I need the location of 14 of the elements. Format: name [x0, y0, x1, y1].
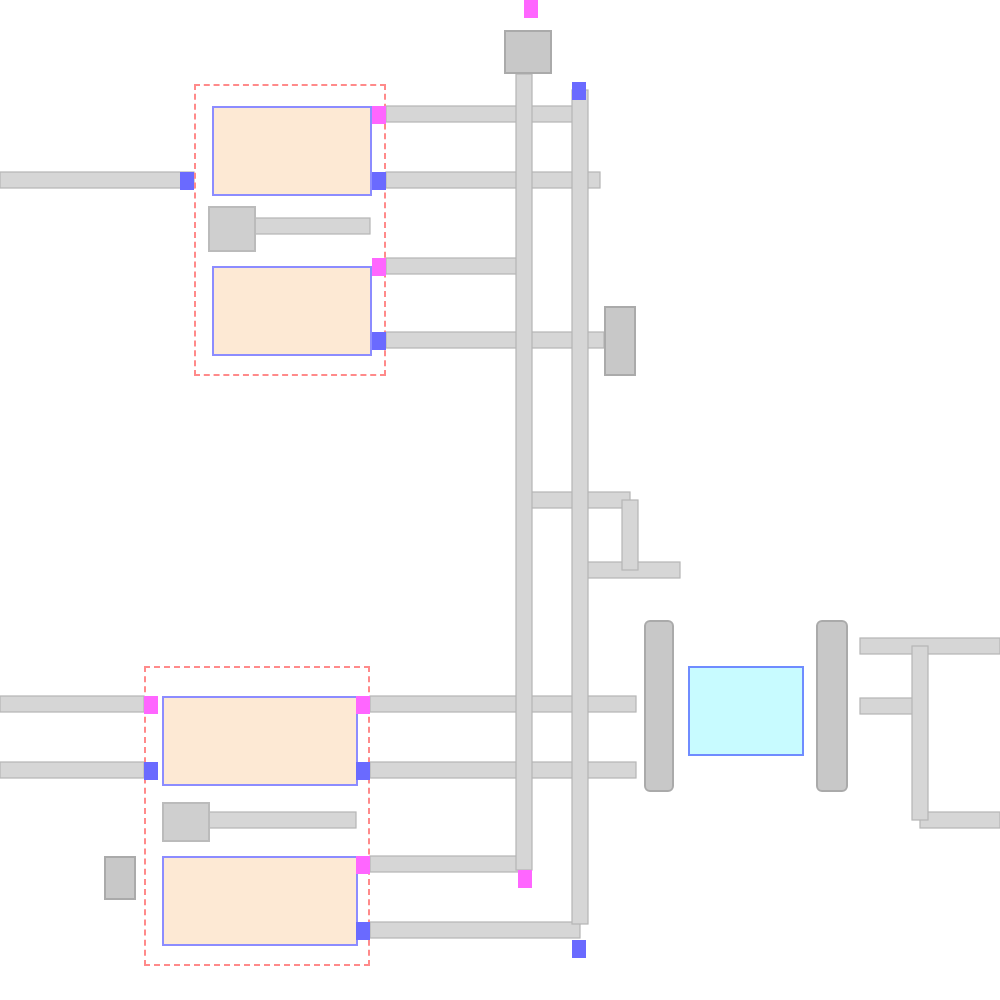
area-box: [212, 266, 372, 356]
equipment-box: [604, 306, 636, 376]
area-box: [162, 856, 358, 946]
equipment-box: [644, 620, 674, 792]
machine-block: [162, 802, 210, 842]
equipment-box: [504, 30, 552, 74]
equipment-box: [104, 856, 136, 900]
area-box: [212, 106, 372, 196]
equipment-box: [816, 620, 848, 792]
machine-block: [208, 206, 256, 252]
area-box: [688, 666, 804, 756]
zone-outline: [194, 84, 386, 376]
area-box: [162, 696, 358, 786]
zone-outline: [144, 666, 370, 966]
